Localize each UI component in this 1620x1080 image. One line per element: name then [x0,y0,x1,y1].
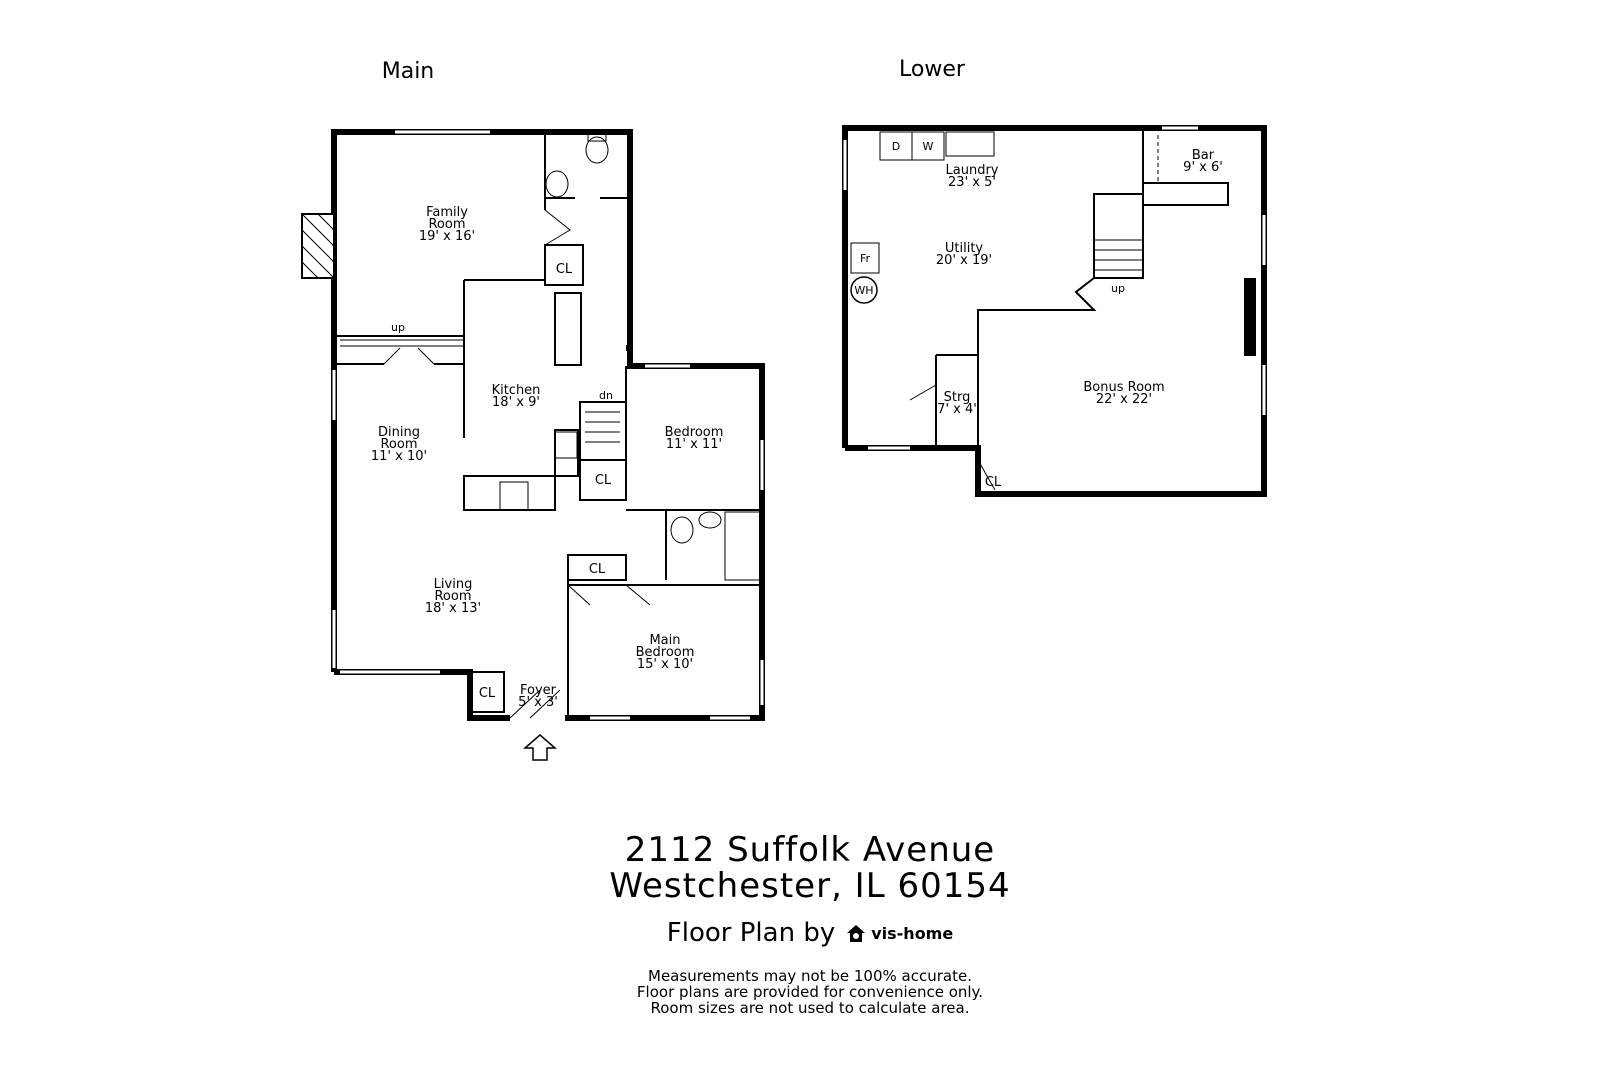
address-line-2: Westchester, IL 60154 [609,866,1011,906]
entrance-arrow-icon [522,734,558,761]
family-room-size: 19' x 16' [419,229,475,244]
bonus-room-label: Bonus Room [1083,380,1164,395]
main-bedroom-size: 15' x 10' [637,657,693,672]
water-heater-label: WH [854,284,873,297]
credit-prefix: Floor Plan by [666,918,836,948]
bar-label: Bar [1192,148,1215,163]
brand-name: vis-home [871,923,954,943]
stairs-up-label: up [391,321,405,334]
kitchen-label: Kitchen [492,383,541,398]
main-bedroom-label: Main [649,633,680,648]
fridge-label: Fr [860,252,871,265]
washer-label: W [923,140,934,153]
main-floor-plan [301,129,765,761]
stairs-down-label: dn [599,389,613,402]
floor-plan-credit: Floor Plan by vis-home [0,918,1620,948]
laundry-size: 23' x 5' [948,175,996,190]
family-room-label: Family [426,205,468,220]
closet-label: CL [556,262,573,277]
living-room-size: 18' x 13' [425,601,481,616]
lower-stairs [1093,193,1144,279]
kitchen-size: 18' x 9' [492,395,540,410]
disclaimer-line: Floor plans are provided for convenience… [636,983,984,1001]
dining-room-label-2: Room [380,437,417,452]
dining-room-label: Dining [378,425,420,440]
living-room-label: Living [434,577,473,592]
vis-home-logo: vis-home [845,922,953,944]
main-bedroom-label-2: Bedroom [636,645,695,660]
storage-label: Strg [944,390,971,405]
bonus-room-size: 22' x 22' [1096,392,1152,407]
kitchen-island [554,292,582,366]
living-room-label-2: Room [434,589,471,604]
utility-size: 20' x 19' [936,253,992,268]
fireplace-lower [1244,278,1256,356]
bedroom-label: Bedroom [665,425,724,440]
disclaimer-line: Measurements may not be 100% accurate. [648,967,972,985]
closet-label: CL [595,473,612,488]
closet-label: CL [589,562,606,577]
disclaimer: Measurements may not be 100% accurate. F… [0,968,1620,1016]
lower-floor-labels: Laundry 23' x 5' Utility 20' x 19' Bar 9… [854,140,1222,490]
dining-room-size: 11' x 10' [371,449,427,464]
bedroom-size: 11' x 11' [666,437,722,452]
lower-stairs-up-label: up [1111,282,1125,295]
house-icon [847,925,866,942]
family-room-label-2: Room [428,217,465,232]
foyer-label: Foyer [520,683,557,698]
closet-label: CL [479,686,496,701]
lower-floor-title: Lower [899,57,966,82]
laundry-label: Laundry [946,163,999,178]
utility-label: Utility [945,241,984,256]
foyer-size: 5' x 3' [518,695,558,710]
dryer-label: D [892,140,900,153]
storage-size: 7' x 4' [937,402,977,417]
lower-floor-plan [842,125,1267,497]
main-floor-labels: Family Room 19' x 16' Kitchen 18' x 9' D… [371,205,724,710]
closet-label: CL [985,475,1002,490]
disclaimer-line: Room sizes are not used to calculate are… [650,999,970,1017]
address-block: 2112 Suffolk Avenue Westchester, IL 6015… [0,832,1620,904]
bar-size: 9' x 6' [1183,160,1223,175]
address-line-1: 2112 Suffolk Avenue [624,830,996,870]
bathtub [724,511,761,581]
main-floor-title: Main [382,59,435,84]
